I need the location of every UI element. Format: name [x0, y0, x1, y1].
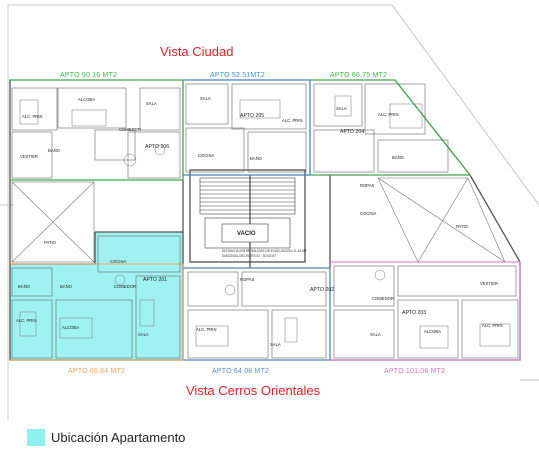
apartment-numbers: APTO 206 APTO 205 APTO 204 APTO 201 APTO… [143, 113, 426, 316]
room-patio-right: PATIO [456, 224, 469, 229]
room-patio-left: PATIO [44, 240, 57, 245]
note-diagonal: DIAGONAL DEL EDIFICIO : 30.60 MT [222, 254, 276, 258]
room-cocina-204: COCINA [360, 211, 376, 216]
room-bano-201: BAÑO [18, 284, 31, 289]
room-bano-205: BAÑO [250, 156, 263, 161]
room-alcprin-205: ALC. PRIN [282, 118, 302, 123]
apto-206-number: APTO 206 [145, 144, 169, 150]
room-ropas-204: ROPAS [360, 183, 375, 188]
room-comedor-203: COMEDOR [372, 296, 394, 301]
stair-core [189, 169, 306, 263]
patios [11, 177, 506, 263]
apto-206-area: APTO 90.16 MT2 [60, 72, 117, 79]
room-cocina-201: COCINA [110, 259, 126, 264]
room-vacio: VACIO [237, 231, 256, 237]
room-alcprin-206: ALC. PRIN [22, 114, 42, 119]
room-ropas-202: ROPAS [240, 277, 255, 282]
room-vestier-203: VESTIER [480, 281, 498, 286]
room-sala-202: SALA [270, 342, 281, 347]
apto-204-area: APTO 66.75 MT2 [330, 72, 387, 79]
legend-label: Ubicación Apartamento [51, 429, 186, 445]
room-alcoba-203: ALCOBA [424, 329, 441, 334]
apto-201-area: APTO 86.64 MT2 [68, 368, 125, 375]
apto-204-number: APTO 204 [340, 129, 364, 135]
room-comedor-206: COMEDOR [119, 127, 141, 132]
legend-swatch [27, 428, 45, 446]
room-cocina-205: COCINA [198, 153, 214, 158]
room-vestier-206: VESTIER [20, 154, 38, 159]
site-lines [0, 4, 539, 420]
room-bano-204: BAÑO [392, 155, 405, 160]
room-alcprin-201: ALC. PRIN [16, 318, 36, 323]
interior-walls [11, 83, 519, 359]
room-labels: ALCOBA ALC. PRIN SALA COMEDOR VESTIER BA… [16, 96, 502, 347]
room-alcprin-203: ALC. PRIN [482, 323, 502, 328]
apto-203-area: APTO 101.06 MT2 [384, 368, 445, 375]
room-sala-204: SALA [336, 106, 347, 111]
room-alcoba-206: ALCOBA [78, 97, 95, 102]
room-alcprin-204: ALC. PRIN [378, 112, 398, 117]
view-bottom-title: Vista Cerros Orientales [186, 383, 321, 398]
view-top-title: Vista Ciudad [160, 44, 233, 59]
apartment-outlines [10, 79, 521, 361]
apto-202-number: APTO 202 [310, 287, 334, 293]
room-alcoba-201: ALCOBA [62, 325, 79, 330]
room-alcprin-202: ALC. PRIN [196, 327, 216, 332]
room-sala-203: SALA [370, 332, 381, 337]
furniture [19, 95, 511, 349]
room-bano-201b: BAÑO [60, 284, 73, 289]
apto-202-area: APTO 64.08 MT2 [212, 368, 269, 375]
room-comedor-201: COMEDOR [114, 284, 136, 289]
floor-plan: APTO 90.16 MT2 APTO 52.51MT2 APTO 66.75 … [0, 4, 539, 420]
note-evac-distance: DISTANCIA ENTRE SALIDAS DE EVACUACION: 1… [222, 249, 307, 253]
apto-205-area: APTO 52.51MT2 [210, 72, 265, 79]
apartment-area-labels: APTO 90.16 MT2 APTO 52.51MT2 APTO 66.75 … [60, 72, 445, 375]
room-sala-205: SALA [200, 96, 211, 101]
apto-203-number: APTO 203 [402, 310, 426, 316]
apto-201-number: APTO 201 [143, 277, 167, 283]
room-sala-201: SALA [138, 332, 149, 337]
room-sala-206: SALA [146, 101, 157, 106]
room-bano-206: BAÑO [48, 148, 61, 153]
legend: Ubicación Apartamento [27, 427, 185, 447]
apto-205-number: APTO 205 [240, 113, 264, 119]
